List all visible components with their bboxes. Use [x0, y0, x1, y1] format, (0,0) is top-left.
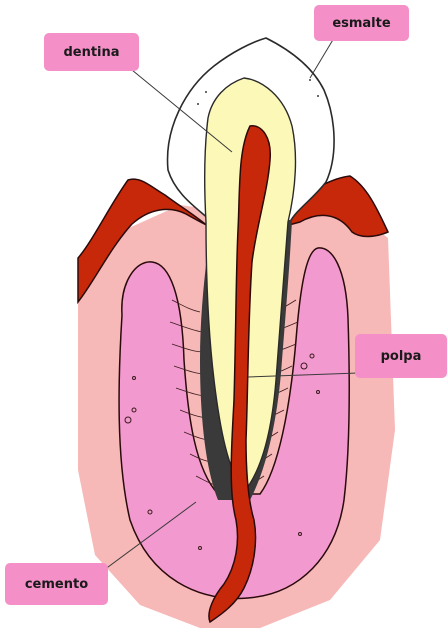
label-dentina: dentina [44, 33, 139, 71]
label-cemento: cemento [5, 563, 108, 605]
label-polpa: polpa [355, 334, 447, 378]
label-esmalte: esmalte [314, 5, 409, 41]
leader-line-esmalte [310, 38, 334, 78]
